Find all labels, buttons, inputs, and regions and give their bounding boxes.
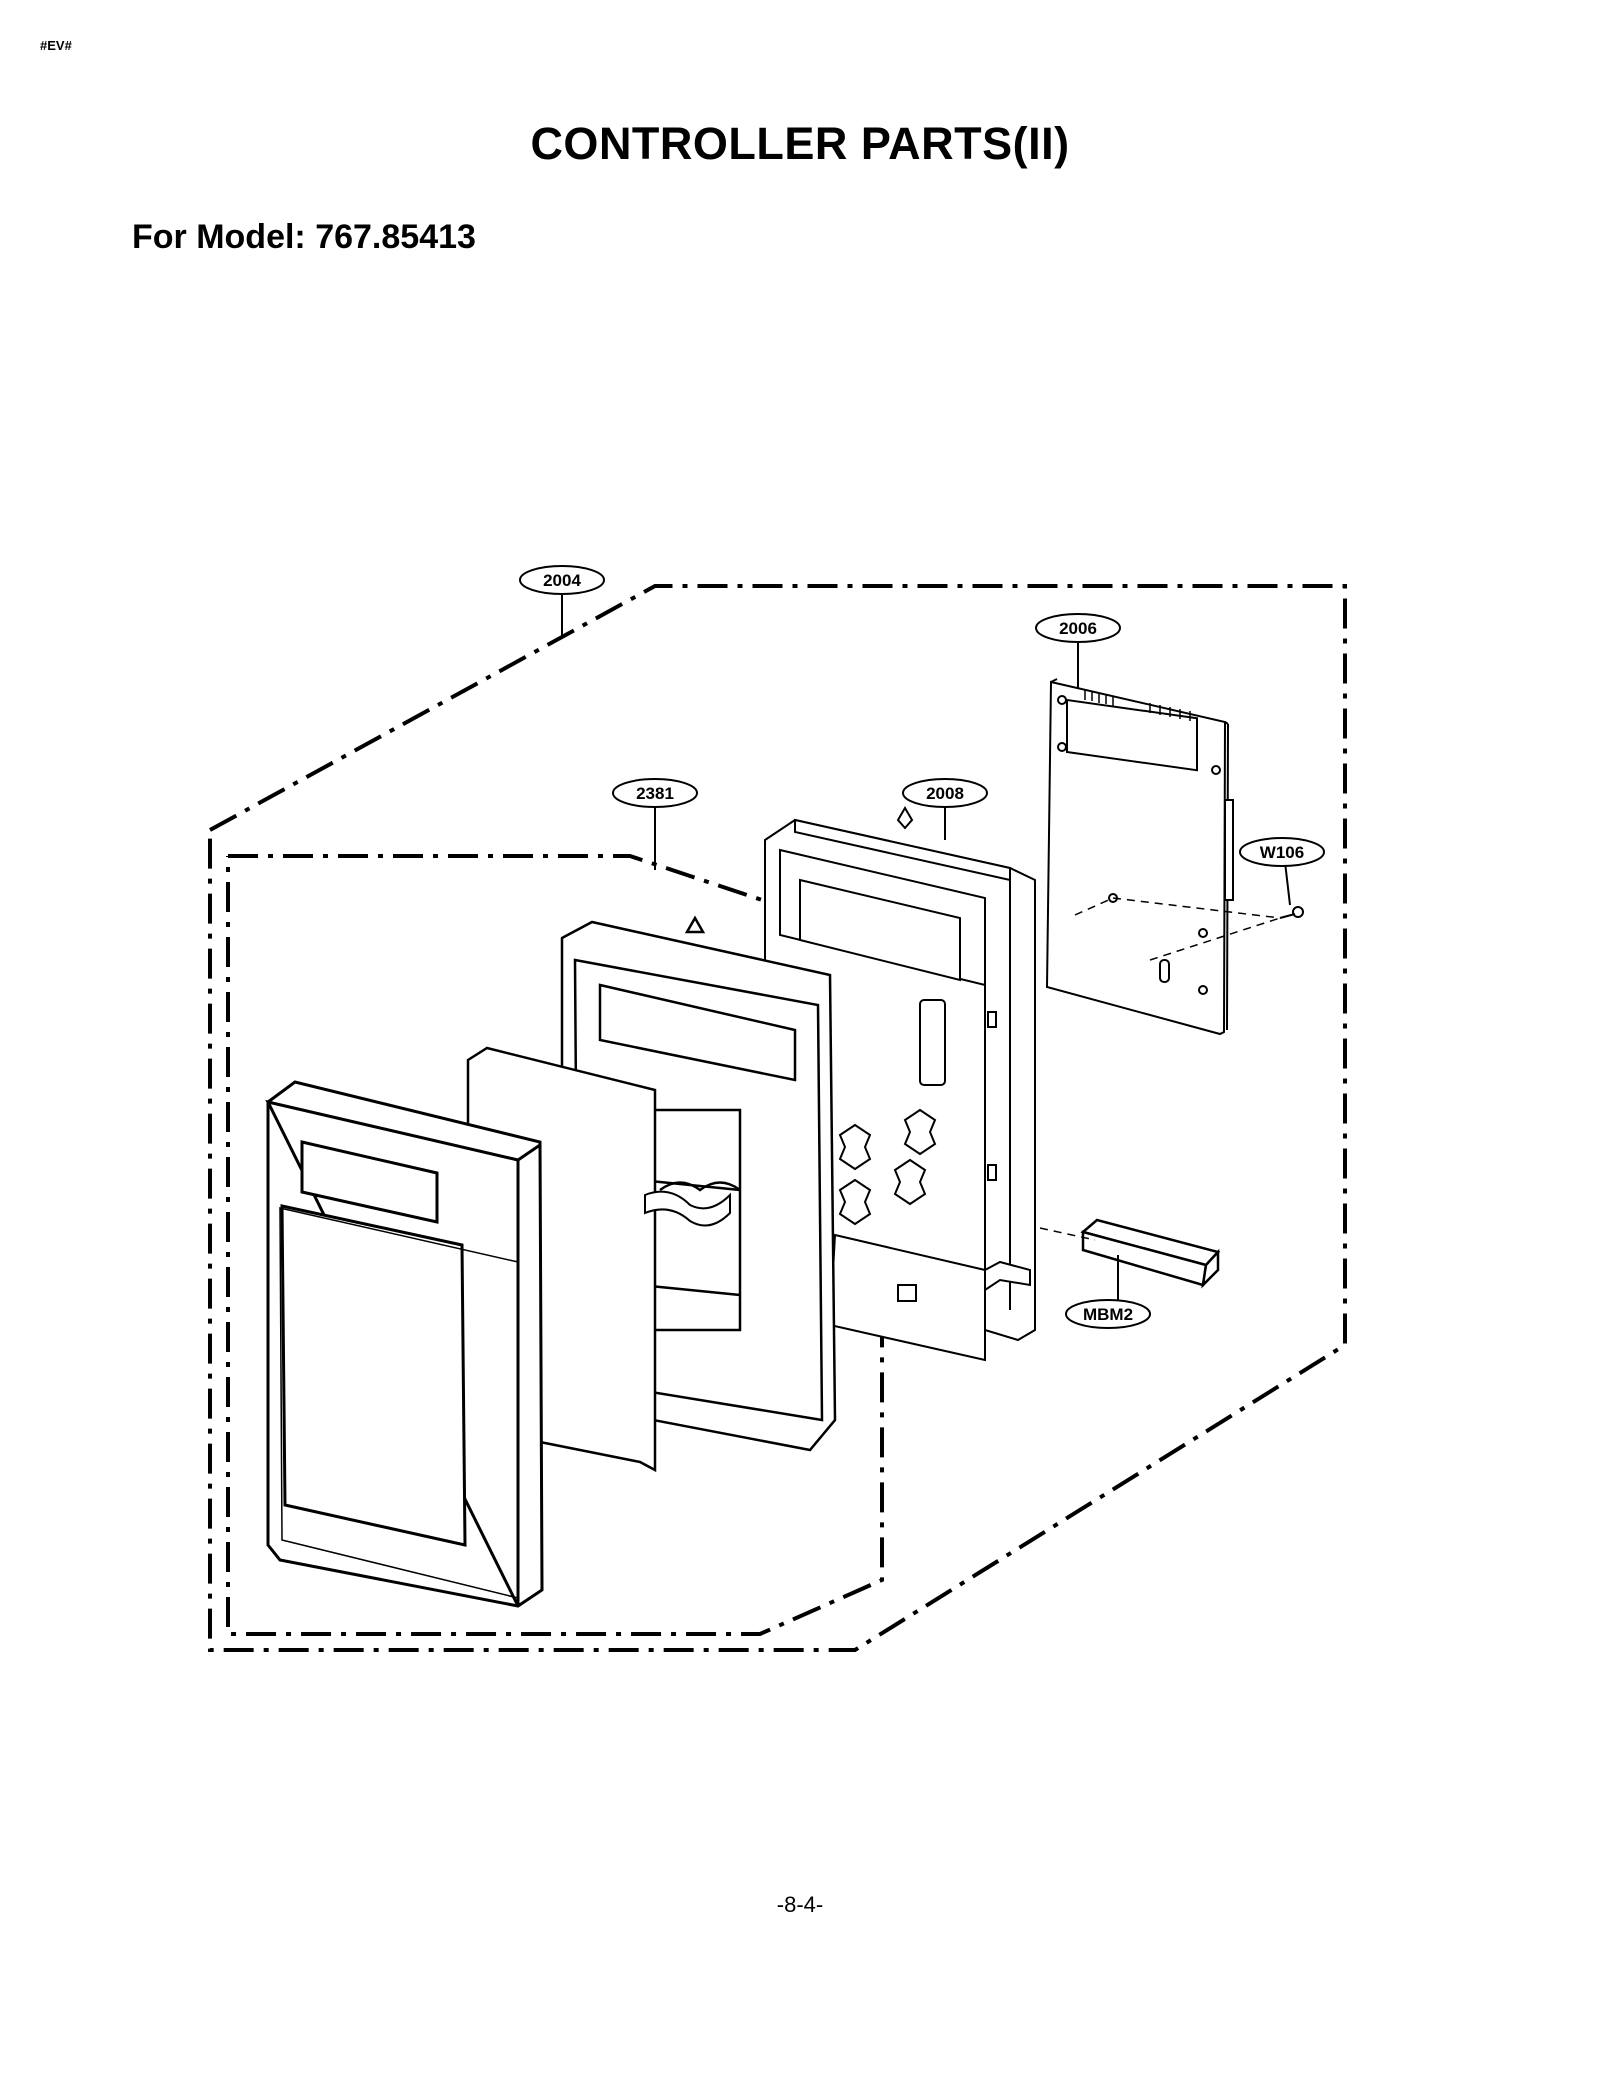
callout-2006: 2006	[1035, 613, 1121, 643]
ribbon-cable	[644, 1190, 731, 1227]
callout-2381-label: 2381	[636, 784, 674, 803]
document-code: #EV#	[40, 38, 72, 53]
callout-2008-label: 2008	[926, 784, 964, 803]
callout-w106-oval	[1239, 837, 1325, 867]
callout-mbm2-oval	[1065, 1299, 1151, 1329]
pcb-2006	[1045, 678, 1281, 1036]
page-title: CONTROLLER PARTS(II)	[530, 118, 1070, 169]
screw-w106	[1279, 906, 1304, 919]
callout-2004: 2004	[519, 565, 605, 595]
assembly-2004-boundary	[208, 584, 1347, 1652]
callout-2008: 2008	[902, 778, 988, 808]
callout-w106-label: W106	[1260, 843, 1304, 862]
callout-2006-label: 2006	[1059, 619, 1097, 638]
assembly-2381-boundary	[226, 854, 884, 1636]
model-label: For Model: 767.85413	[132, 218, 476, 256]
pcb-connector-pins	[1084, 690, 1191, 721]
callout-mbm2: MBM2	[1065, 1299, 1151, 1329]
page-number: -8-4-	[776, 1892, 824, 1917]
callout-w106: W106	[1239, 837, 1325, 867]
control-panel-front	[265, 1080, 544, 1608]
callout-mbm2-label: MBM2	[1083, 1305, 1133, 1324]
callout-2008-oval	[902, 778, 988, 808]
callout-leaders	[561, 594, 1291, 1302]
bracket-holes	[838, 1108, 937, 1226]
callout-2004-oval	[519, 565, 605, 595]
callout-2004-label: 2004	[543, 571, 581, 590]
callout-2381-oval	[612, 778, 698, 808]
callout-2381: 2381	[612, 778, 698, 808]
module-mbm2	[1039, 1218, 1221, 1289]
callout-2006-oval	[1035, 613, 1121, 643]
